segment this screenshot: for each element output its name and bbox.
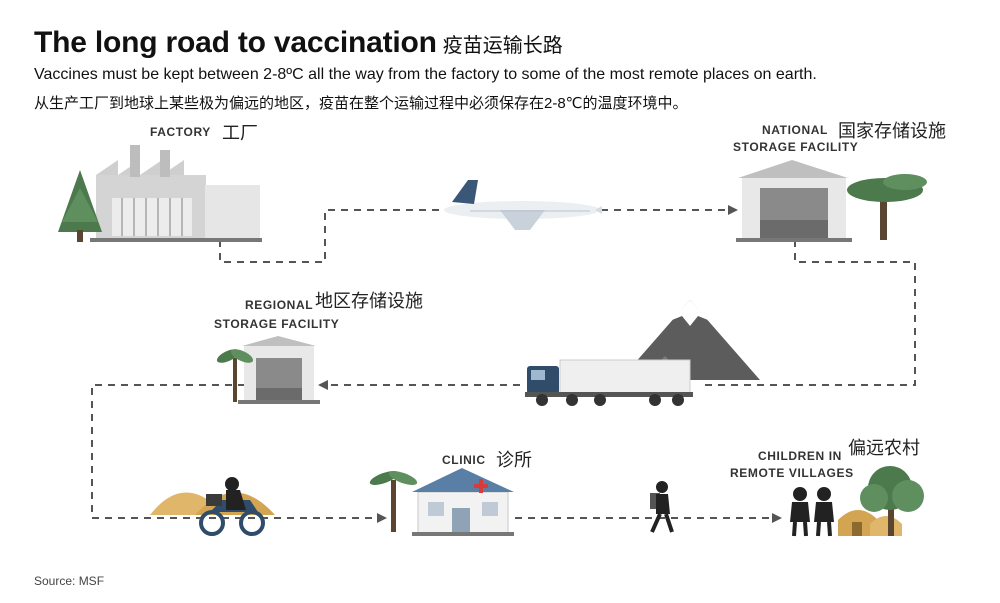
tree-icon <box>58 170 102 242</box>
walker-icon <box>650 481 674 533</box>
clinic-icon <box>412 468 514 536</box>
villages-label-line2: REMOTE VILLAGES <box>730 466 854 480</box>
title-zh: 疫苗运输长路 <box>442 35 563 57</box>
palm-icon <box>216 349 254 402</box>
regional-label-zh: 地区存储设施 <box>315 291 423 311</box>
title-en: The long road to vaccination <box>34 26 437 59</box>
village-tree-icon <box>860 466 924 536</box>
national-label-line2: STORAGE FACILITY <box>733 140 859 154</box>
national-warehouse-icon <box>736 160 852 242</box>
national-label-zh: 国家存储设施 <box>838 121 946 141</box>
regional-label-line2: STORAGE FACILITY <box>214 317 340 331</box>
truck-icon <box>525 359 693 406</box>
clinic-label: CLINIC <box>442 453 486 467</box>
children-icon <box>790 487 834 537</box>
national-label-line1: NATIONAL <box>762 123 828 137</box>
clinic-palm-icon <box>369 471 418 532</box>
subtitle-zh: 从生产工厂到地球上某些极为偏远的地区，疫苗在整个运输过程中必须保存在2-8℃的温… <box>34 95 688 112</box>
route-arrows <box>318 205 782 523</box>
clinic-label-zh: 诊所 <box>496 450 532 470</box>
villages-label-line1: CHILDREN IN <box>758 449 842 463</box>
factory-label-zh: 工厂 <box>222 123 258 143</box>
source-note: Source: MSF <box>34 574 105 588</box>
acacia-tree-icon <box>847 174 927 240</box>
regional-label-line1: REGIONAL <box>245 298 314 312</box>
factory-icon <box>90 145 262 242</box>
factory-label: FACTORY <box>150 125 211 139</box>
regional-warehouse-icon <box>238 336 320 404</box>
subtitle-en: Vaccines must be kept between 2-8ºC all … <box>34 66 817 83</box>
airplane-icon <box>444 180 602 230</box>
motorbike-icon <box>199 477 265 536</box>
villages-label-zh: 偏远农村 <box>848 438 920 458</box>
